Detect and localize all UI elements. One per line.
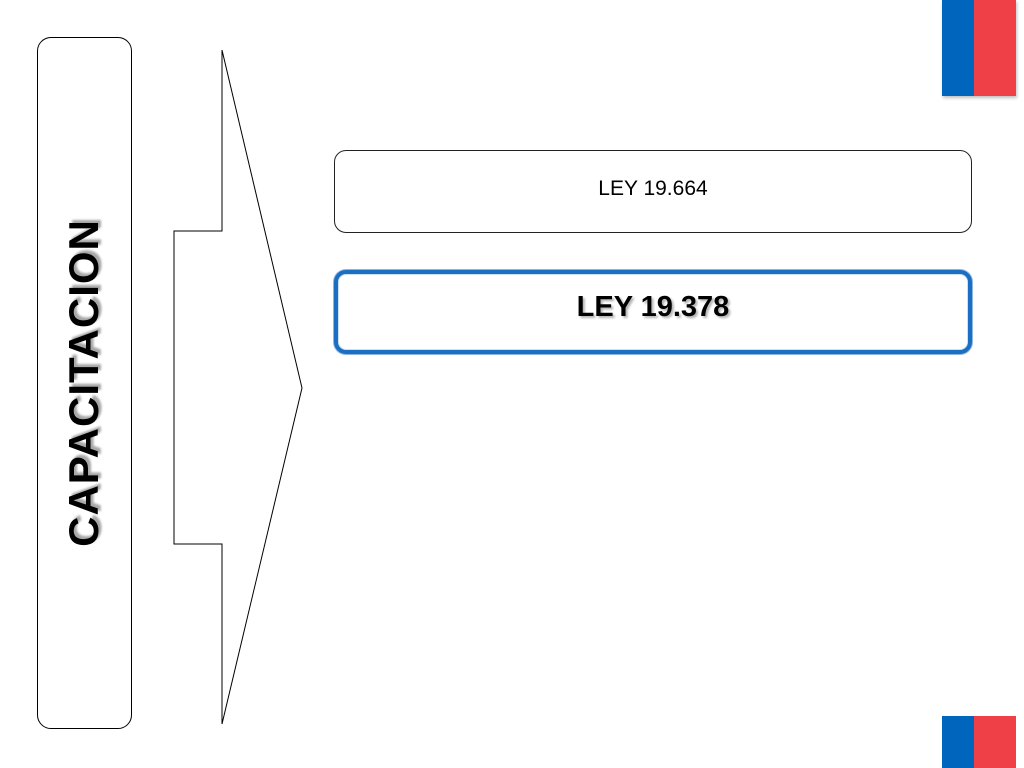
- law-label-19664: LEY 19.664: [598, 176, 708, 200]
- chile-flag-icon: [942, 0, 1016, 96]
- law-label-19378: LEY 19.378: [576, 290, 730, 323]
- flag-blue-stripe: [942, 716, 974, 768]
- law-box-19378: LEY 19.378: [334, 270, 972, 354]
- side-title-box: [37, 37, 132, 729]
- flag-red-stripe: [974, 0, 1016, 96]
- flag-blue-stripe: [942, 0, 974, 96]
- flag-red-stripe: [974, 716, 1016, 768]
- chile-flag-icon: [942, 716, 1016, 768]
- law-box-19664: LEY 19.664: [334, 150, 972, 233]
